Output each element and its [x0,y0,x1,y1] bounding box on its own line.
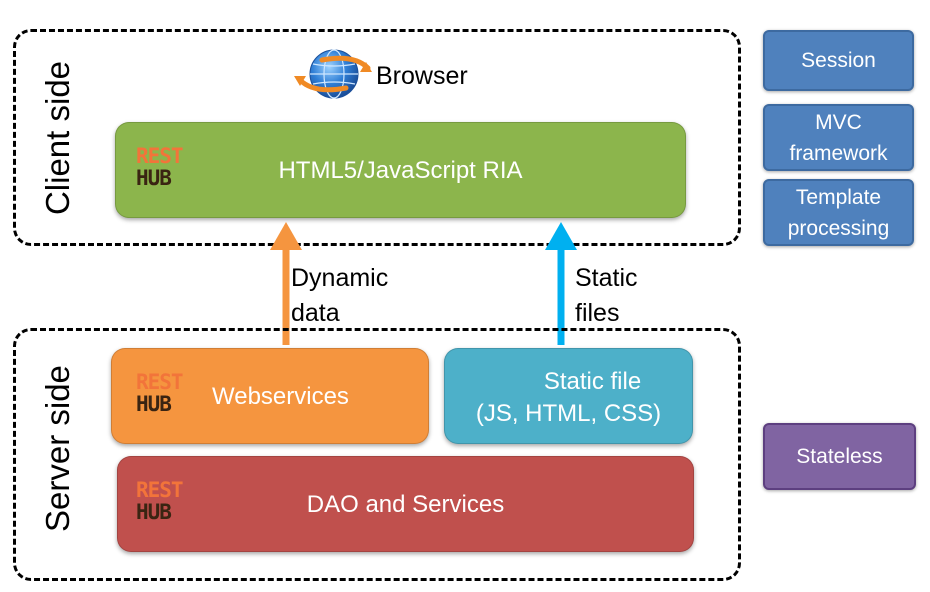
ria-box: REST HUB HTML5/JavaScript RIA [115,122,686,218]
dao-services-label: DAO and Services [306,491,505,518]
static-files-label: Static files [575,264,638,327]
browser-label: Browser [376,61,468,90]
static-file-label: Static file (JS, HTML, CSS) [475,368,662,427]
template-processing-box: Template processing [763,179,914,246]
webservices-box: REST HUB Webservices [111,348,429,444]
globe-icon [294,46,372,107]
stateless-box: Stateless [763,423,916,490]
browser: Browser [294,48,468,104]
client-side-zone [13,29,741,246]
webservices-label: Webservices [212,383,349,410]
resthub-logo: REST HUB [136,478,184,524]
mvc-framework-box: MVC framework [763,104,914,171]
static-files-arrow [545,222,577,345]
server-side-zone [13,328,741,581]
resthub-logo: REST HUB [136,370,184,416]
dao-services-box: REST HUB DAO and Services [117,456,694,552]
static-file-box: Static file (JS, HTML, CSS) [444,348,693,444]
dynamic-data-label: Dynamic data [291,264,389,327]
resthub-logo: REST HUB [136,144,184,190]
server-side-label: Server side [39,365,76,532]
session-box: Session [763,30,914,91]
ria-box-label: HTML5/JavaScript RIA [278,157,523,184]
